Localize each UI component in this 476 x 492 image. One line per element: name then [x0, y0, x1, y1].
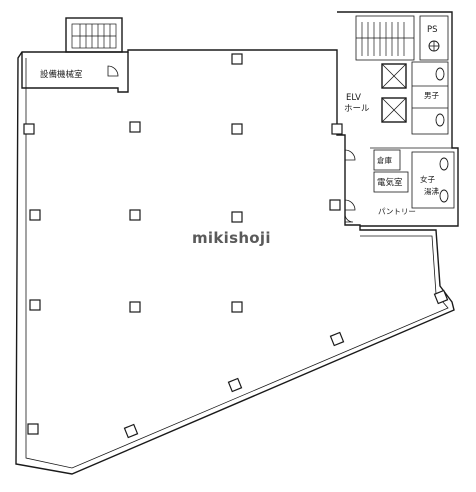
wc-upper-label: 男子: [424, 91, 439, 100]
toilet-fixture: [439, 157, 449, 171]
column: [231, 211, 243, 223]
core-door: [344, 199, 356, 211]
elv-hall-label-2: ホール: [344, 104, 370, 114]
column: [129, 301, 141, 313]
toilet-fixture: [435, 113, 445, 127]
elevator-shaft-2: [381, 97, 407, 123]
column: [129, 209, 141, 221]
stair-right: [356, 22, 414, 56]
column: [231, 301, 243, 313]
ps-room: [419, 15, 449, 61]
machine-room-label: 設備機械室: [40, 69, 83, 80]
column: [433, 289, 449, 305]
column: [231, 123, 243, 135]
circle-cross-icon: [428, 40, 440, 52]
hot-water-label: 湯沸: [424, 186, 439, 196]
columns: [23, 53, 449, 439]
electric-room: [373, 171, 409, 193]
wc-lower: [411, 151, 455, 209]
column: [331, 123, 343, 135]
ps-label: PS: [427, 25, 438, 35]
column: [23, 123, 35, 135]
core-door: [344, 213, 354, 223]
column: [29, 209, 41, 221]
stair-left-enclosure: [65, 17, 123, 53]
storage-room: [373, 149, 401, 171]
elv-hall-label-1: ELV: [346, 93, 361, 103]
column: [27, 423, 39, 435]
electric-room-label: 電気室: [377, 177, 403, 188]
pantry-label: パントリー: [378, 207, 416, 216]
stair-left: [71, 23, 117, 49]
column: [123, 423, 139, 439]
column: [329, 199, 341, 211]
column: [329, 331, 345, 347]
toilet-fixture: [435, 67, 445, 81]
column: [227, 377, 243, 393]
core-door: [344, 149, 356, 161]
machine-room-wall: [21, 52, 129, 93]
office-inner-wall: [25, 58, 449, 469]
watermark: mikishoji: [192, 229, 271, 247]
storage-label: 倉庫: [377, 155, 392, 165]
office-outer-wall: [15, 49, 455, 475]
wc-lower-label: 女子: [420, 174, 435, 184]
column: [129, 121, 141, 133]
column: [29, 299, 41, 311]
column: [231, 53, 243, 65]
toilet-fixture: [439, 189, 449, 203]
wc-upper: [411, 61, 449, 135]
machine-room-door: [107, 65, 119, 77]
elevator-shaft-1: [381, 63, 407, 89]
